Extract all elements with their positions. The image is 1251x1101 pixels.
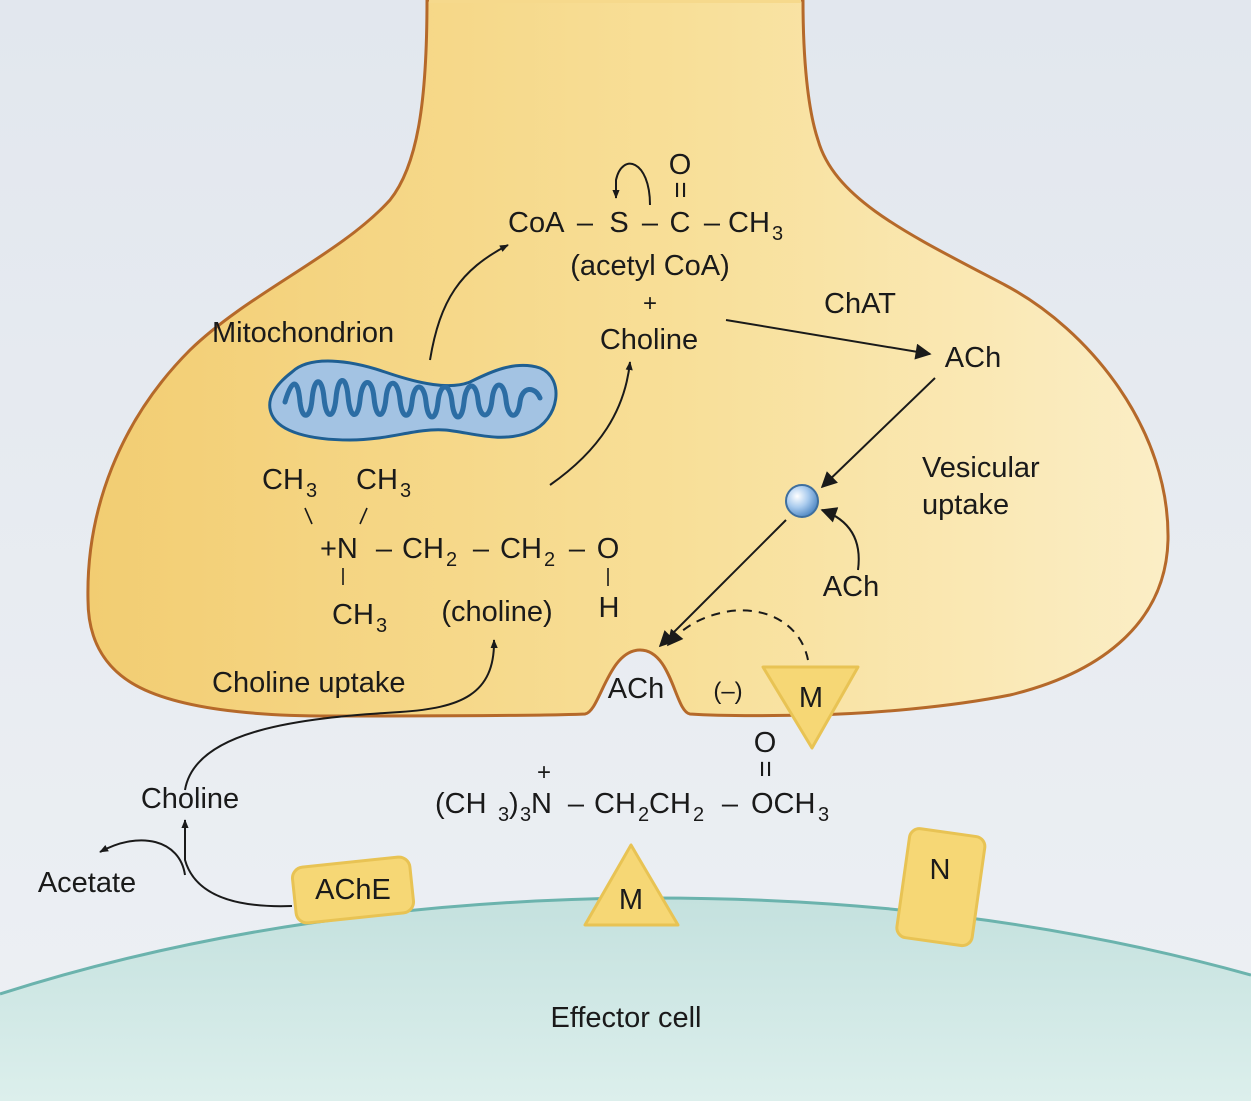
arrow-m-autoreceptor-inhibition: [666, 609, 809, 661]
effector-cell-label: Effector cell: [551, 1002, 702, 1034]
n-receptor: [895, 827, 987, 948]
ach-release-label: ACh: [608, 673, 664, 705]
chat-label: ChAT: [824, 288, 896, 320]
ach-och: OCH: [751, 788, 815, 820]
choline-ch3-bottom: CH: [332, 599, 374, 631]
choline-dash-3: –: [569, 533, 586, 565]
acetylcoa-dash-2: –: [642, 207, 659, 239]
acetylcoa-sub3: 3: [772, 223, 783, 245]
choline-uptake-label: Choline uptake: [212, 667, 405, 699]
acetylcoa-ch: CH: [728, 207, 770, 239]
acetylcoa-coa: CoA: [508, 207, 565, 239]
choline-plus-n: +N: [320, 533, 358, 565]
m-receptor-label: M: [619, 884, 643, 916]
ach-vesicle-in-label: ACh: [823, 571, 879, 603]
choline-o: O: [597, 533, 620, 565]
ach-dash-2: –: [722, 788, 739, 820]
ache-enzyme: [290, 855, 416, 925]
arrow-chat-reaction: [725, 319, 932, 360]
choline-ch2-b-sub: 2: [544, 549, 555, 571]
arrow-ach-to-vesicle: [820, 377, 936, 489]
uptake-label: uptake: [922, 489, 1009, 521]
choline-dash-2: –: [473, 533, 490, 565]
m-autoreceptor: [761, 665, 860, 750]
m-autoreceptor-label: M: [799, 682, 823, 714]
choline-ch3-right: CH: [356, 464, 398, 496]
choline-label-top: Choline: [600, 324, 698, 356]
ach-ch2-b-sub: 2: [693, 804, 704, 826]
ach-ch2-a: CH: [594, 788, 636, 820]
ach-och-sub: 3: [818, 804, 829, 826]
mitochondrion-icon: [268, 359, 558, 442]
mitochondrion-label: Mitochondrion: [212, 317, 394, 349]
acetylcoa-dash-1: –: [577, 207, 594, 239]
arrow-choline-uptake: [184, 639, 498, 791]
arrow-mitochondrion-to-acetylcoa: [429, 244, 509, 361]
m-receptor-postsynaptic: [583, 843, 680, 927]
ache-label: AChE: [315, 874, 391, 906]
effector-cell: [0, 897, 1251, 1101]
ach-product-label: ACh: [945, 342, 1001, 374]
plus-sign: +: [643, 290, 657, 317]
n-receptor-label: N: [930, 854, 951, 886]
acetylcoa-name-label: (acetyl CoA): [570, 250, 730, 282]
arrow-choline-to-synthesis: [549, 361, 633, 486]
ach-sub3-a: 3: [498, 804, 509, 826]
acetate-label: Acetate: [38, 867, 136, 899]
ach-plus: +: [537, 759, 551, 786]
choline-ch3-left-sub: 3: [306, 480, 317, 502]
ach-sub3-b: 3: [520, 804, 531, 826]
acetylcoa-double-bond: =: [664, 182, 696, 199]
choline-ch3-left: CH: [262, 464, 304, 496]
choline-bond-right: [359, 507, 368, 525]
arrow-vesicle-release: [658, 519, 787, 648]
ach-n: N: [531, 788, 552, 820]
ach-double-bond: =: [749, 761, 781, 778]
inhibition-label: (–): [713, 678, 742, 705]
choline-ch3-bottom-sub: 3: [376, 615, 387, 637]
ach-paren-ch: (CH: [435, 788, 487, 820]
ach-o: O: [754, 727, 777, 759]
synaptic-vesicle: [785, 484, 819, 518]
acetylcoa-o: O: [669, 149, 692, 181]
acetylcoa-s: S: [609, 207, 628, 239]
choline-ch2-a: CH: [402, 533, 444, 565]
vesicular-label: Vesicular: [922, 452, 1040, 484]
choline-bond-left: [304, 507, 313, 525]
arrow-vesicular-ach-uptake: [820, 507, 860, 571]
choline-ch2-a-sub: 2: [446, 549, 457, 571]
arrow-s-loop: [612, 162, 651, 206]
acetylcoa-dash-3: –: [704, 207, 721, 239]
ach-dash-1: –: [568, 788, 585, 820]
presynaptic-terminal: [86, 0, 1170, 718]
arrow-to-acetate: [99, 839, 186, 876]
acetylcoa-c: C: [670, 207, 691, 239]
ach-ch2-b: CH: [649, 788, 691, 820]
ach-ch2-a-sub: 2: [638, 804, 649, 826]
ach-paren-close: ): [509, 788, 519, 820]
choline-name-label: (choline): [441, 596, 552, 628]
choline-h: H: [599, 592, 620, 624]
choline-ch3-right-sub: 3: [400, 480, 411, 502]
choline-cleft-label: Choline: [141, 783, 239, 815]
choline-dash-1: –: [376, 533, 393, 565]
choline-ch2-b: CH: [500, 533, 542, 565]
arrow-ache-to-choline: [181, 819, 293, 908]
